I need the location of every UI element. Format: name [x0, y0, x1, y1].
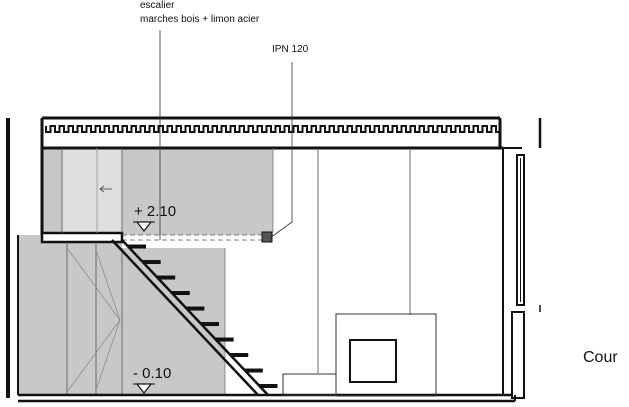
grey-fill-lower: [18, 235, 225, 395]
stair-tread: [128, 244, 147, 249]
stair-label-title: escalier: [140, 0, 175, 11]
stair-stringer: [121, 239, 269, 396]
beam-leader: [269, 62, 293, 239]
ipn-beam: [261, 231, 273, 243]
stair-treads: [128, 244, 278, 389]
stair-tread: [259, 384, 278, 389]
stair-tread: [244, 368, 263, 373]
facade-lower-pier: [511, 311, 525, 399]
level-upper-label: + 2.10: [134, 203, 177, 220]
door-swing: [95, 319, 121, 391]
stair-tread: [230, 353, 249, 358]
stair-tread: [201, 322, 220, 327]
small-arrow: [99, 185, 105, 193]
stair-label-detail: marches bois + limon acier: [140, 14, 260, 25]
fireplace-opening: [349, 339, 397, 383]
mezzanine-slab: [40, 231, 124, 244]
door-swing: [95, 249, 121, 321]
stair-tread: [215, 337, 234, 342]
stair-stringer: [111, 239, 259, 396]
stair-tread: [186, 306, 205, 311]
ceiling-zigzag: [45, 125, 502, 133]
grey-fill-mezzanine-void: [62, 148, 122, 233]
stair-tread: [157, 275, 176, 280]
stair-tread: [171, 291, 190, 296]
beam-label: IPN 120: [272, 44, 309, 55]
level-lower-label: - 0.10: [133, 365, 172, 382]
bench: [282, 373, 337, 396]
courtyard-label: Cour: [583, 349, 618, 366]
fireplace-outline: [335, 313, 437, 397]
stair-tread: [142, 260, 161, 265]
